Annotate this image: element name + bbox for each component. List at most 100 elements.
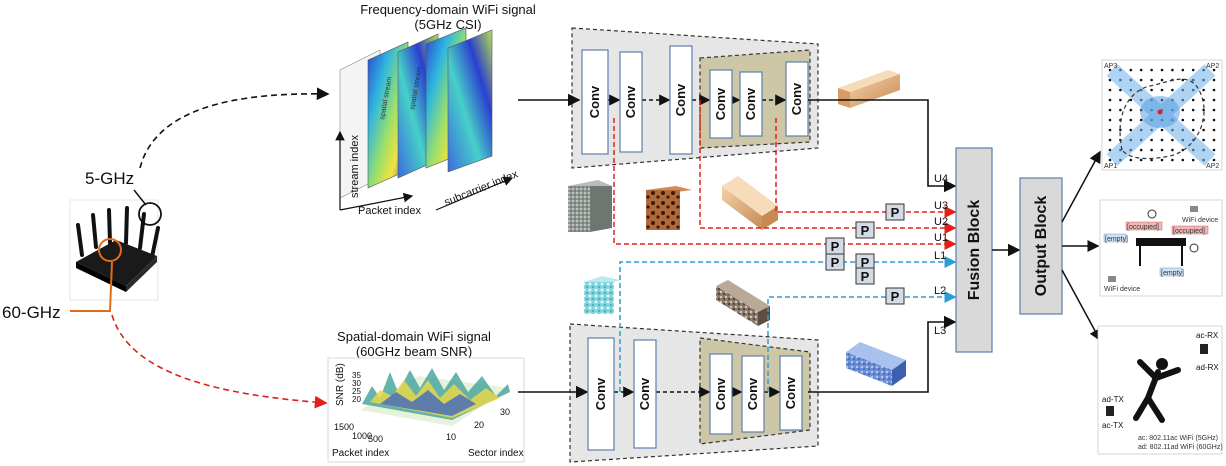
spatial-title-line2: (60GHz beam SNR): [356, 344, 472, 359]
grid-point: [1160, 78, 1164, 82]
grid-point: [1160, 68, 1164, 72]
label-5ghz: 5-GHz: [85, 169, 134, 188]
snr-z-tick: 20: [352, 395, 361, 404]
conv-block: Conv: [633, 339, 657, 449]
grid-point: [1181, 118, 1185, 122]
freq-y-axis-label: stream index: [349, 135, 361, 198]
grid-point: [1150, 158, 1153, 162]
output-block: [1019, 177, 1063, 315]
snr-x-tick: 1000: [352, 431, 372, 441]
tensor-wood-u3: [722, 176, 778, 230]
grid-point: [1108, 108, 1112, 112]
snr-z-tick: 25: [352, 387, 361, 396]
grid-point: [1150, 68, 1153, 72]
antenna-5ghz-marker: [138, 202, 162, 226]
port-l2: L2: [934, 285, 946, 297]
localization-output: AP3 AP2 AP1 AP2: [1101, 59, 1223, 171]
pooling-label: P: [891, 205, 900, 220]
tensor-blue: [846, 342, 906, 386]
link-60ghz-to-snr: [111, 314, 328, 409]
conv-block: Conv: [779, 355, 803, 431]
port-u1: U1: [934, 232, 948, 244]
fusion-block: [955, 147, 993, 353]
grid-point: [1150, 148, 1153, 152]
grid-point: [1212, 68, 1216, 72]
grid-point: [1160, 158, 1164, 162]
feature-tensor-icons: [568, 70, 906, 386]
grid-point: [1202, 138, 1205, 142]
wifi-device-icon: [1200, 344, 1208, 354]
freq-z-axis-label: subcarrier index: [443, 168, 521, 209]
spatial-title-line1: Spatial-domain WiFi signal: [337, 329, 491, 344]
person-icon: [1147, 209, 1157, 219]
grid-point: [1212, 118, 1216, 122]
pooling-box: P: [825, 253, 845, 271]
conv-label: Conv: [713, 377, 728, 410]
router-antennas: [76, 206, 160, 259]
conv-label: Conv: [593, 377, 608, 410]
ac-rx-label: ac-RX: [1196, 331, 1219, 340]
conv-block: Conv: [587, 337, 615, 451]
pooling-box: P: [855, 267, 875, 285]
pooling-label: P: [861, 255, 870, 270]
grid-point: [1119, 128, 1122, 132]
tensor-granite: [716, 280, 770, 326]
grid-point: [1139, 68, 1143, 72]
grid-point: [1108, 138, 1112, 142]
antenna-60ghz-marker: [98, 238, 122, 262]
wifi-device-icon: [1190, 206, 1198, 212]
grid-point: [1150, 138, 1153, 142]
snr-z-axis-label: SNR (dB): [335, 363, 346, 406]
grid-point: [1119, 108, 1122, 112]
grid-point: [1139, 118, 1143, 122]
grid-point: [1181, 68, 1185, 72]
occupied-tag: [occupied]: [1173, 228, 1205, 235]
grid-point: [1181, 158, 1185, 162]
router-body: [76, 240, 157, 286]
grid-point: [1171, 148, 1174, 152]
grid-point: [1160, 138, 1164, 142]
conv-label: Conv: [623, 85, 638, 118]
conv-block: Conv: [581, 49, 609, 155]
link-5ghz-to-csi: [139, 87, 330, 169]
tensor-fabric: [568, 180, 612, 232]
empty-tag: [empty]: [1161, 270, 1184, 277]
grid-point: [1191, 108, 1195, 112]
conv-label: Conv: [673, 83, 688, 116]
conv-label: Conv: [637, 377, 652, 410]
grid-point: [1191, 158, 1195, 162]
grid-point: [1129, 158, 1133, 162]
fusion-block-label: Fusion Block: [966, 200, 983, 301]
grid-point: [1212, 78, 1216, 82]
wifi-router: [69, 199, 162, 301]
conv-block: Conv: [669, 45, 693, 155]
freq-title-line1: Frequency-domain WiFi signal: [360, 2, 536, 17]
grid-point: [1129, 68, 1133, 72]
conv-label: Conv: [713, 87, 728, 120]
grid-point: [1108, 158, 1112, 162]
grid-point: [1119, 98, 1122, 102]
grid-point: [1160, 148, 1164, 152]
pooling-label: P: [831, 255, 840, 270]
grid-point: [1191, 128, 1195, 132]
legend-ac: ac: 802.11ac WiFi (5GHz): [1138, 435, 1218, 442]
ap-label: AP1: [1104, 163, 1117, 170]
port-labels: U4 U3 U2 U1 L1 L2 L3: [934, 173, 948, 337]
grid-point: [1212, 138, 1216, 142]
grid-point: [1108, 128, 1112, 132]
snr-x-tick: 1500: [334, 422, 354, 432]
port-u2: U2: [934, 216, 948, 228]
conv-label: Conv: [587, 85, 602, 118]
grid-point: [1129, 128, 1133, 132]
port-u4: U4: [934, 173, 948, 185]
person-dancing-icon: [1133, 358, 1181, 423]
grid-point: [1202, 108, 1205, 112]
conv-block: Conv: [709, 353, 733, 435]
snr-y-axis-label: Sector index: [468, 448, 524, 459]
conv-block: Conv: [709, 69, 733, 139]
grid-point: [1139, 158, 1143, 162]
occupancy-output: [occupied] [occupied] [empty] [empty] Wi…: [1099, 199, 1223, 297]
freq-title-line2: (5GHz CSI): [414, 17, 481, 32]
grid-point: [1191, 98, 1195, 102]
